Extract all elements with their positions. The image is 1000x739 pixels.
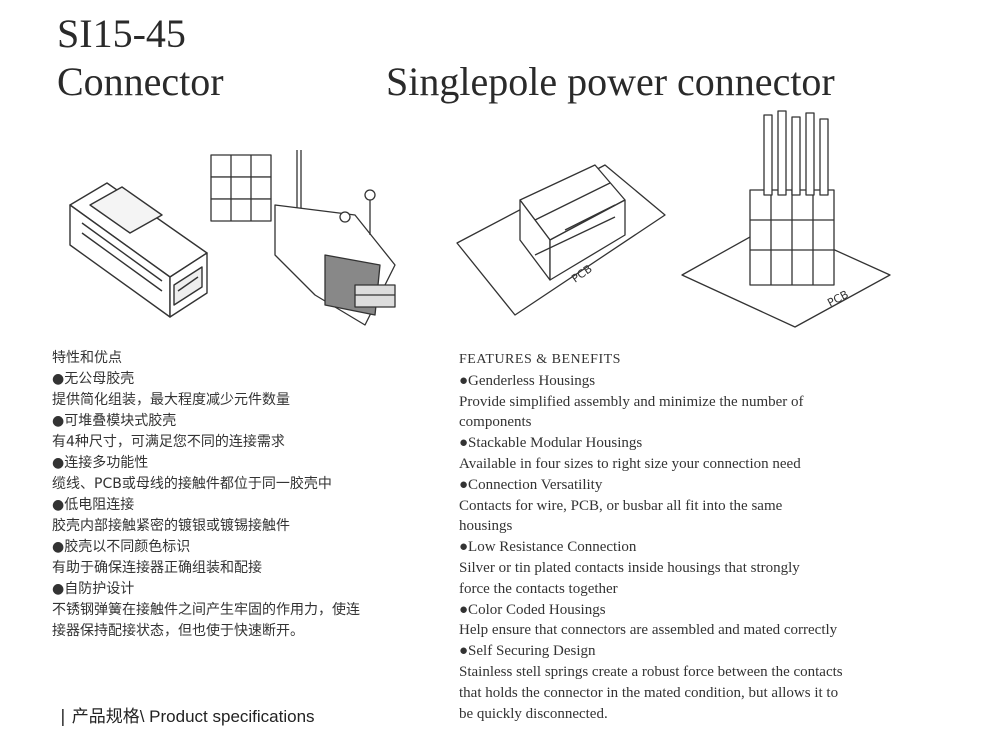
single-housing-illustration	[69, 182, 208, 318]
cn-description: 不锈钢弹簧在接触件之间产生牢固的作用力，使连	[52, 602, 360, 618]
en-description: Help ensure that connectors are assemble…	[459, 622, 838, 639]
product-specifications-heading: |产品规格\ Product specifications	[60, 706, 315, 728]
features-chinese: 特性和优点 ●无公母胶壳 提供简化组装，最大程度减少元件数量 ●可堆叠模块式胶壳…	[52, 348, 452, 642]
model-number: SI15-45	[57, 11, 186, 56]
cn-heading: 特性和优点	[52, 350, 122, 366]
en-feature: ●Color Coded Housings	[459, 601, 606, 618]
en-feature: ●Connection Versatility	[459, 476, 603, 493]
cn-feature: ●可堆叠模块式胶壳	[52, 413, 177, 429]
pcb-stack-illustration: PCB	[456, 164, 666, 316]
specs-heading-en: \ Product specifications	[139, 707, 315, 726]
en-feature: ●Self Securing Design	[459, 643, 596, 660]
cn-description: 胶壳内部接触紧密的镀银或镀锡接触件	[52, 518, 290, 534]
specs-heading-cn: 产品规格	[71, 707, 140, 727]
features-english: FEATURES & BENEFITS ●Genderless Housings…	[459, 350, 929, 724]
cn-description: 有4种尺寸，可满足您不同的连接需求	[52, 434, 285, 450]
pin-stack-illustration: PCB	[681, 110, 891, 328]
en-description: components	[459, 414, 532, 431]
cn-feature: ●无公母胶壳	[52, 371, 135, 387]
cn-feature: ●低电阻连接	[52, 497, 135, 513]
en-description: Provide simplified assembly and minimize…	[459, 393, 804, 410]
en-heading: FEATURES & BENEFITS	[459, 352, 621, 367]
en-description: Available in four sizes to right size yo…	[459, 455, 801, 472]
cn-description: 接器保持配接状态，但也使于快速断开。	[52, 623, 304, 639]
en-description: that holds the connector in the mated co…	[459, 684, 839, 701]
cn-feature: ●胶壳以不同颜色标识	[52, 539, 191, 555]
en-feature: ●Low Resistance Connection	[459, 539, 637, 556]
en-description: force the contacts together	[459, 580, 618, 597]
cn-description: 缆线、PCB或母线的接触件都位于同一胶壳中	[52, 476, 332, 492]
cn-description: 有助于确保连接器正确组装和配接	[52, 560, 262, 576]
en-description: Stainless stell springs create a robust …	[459, 663, 843, 680]
cn-feature: ●连接多功能性	[52, 455, 149, 471]
panel-mount-illustration	[210, 150, 396, 326]
en-description: be quickly disconnected.	[459, 705, 608, 722]
cn-description: 提供简化组装，最大程度减少元件数量	[52, 392, 290, 408]
connector-title: Connector	[57, 59, 224, 104]
cn-feature: ●自防护设计	[52, 581, 135, 597]
en-feature: ●Genderless Housings	[459, 372, 596, 389]
en-description: Silver or tin plated contacts inside hou…	[459, 559, 800, 576]
en-description: Contacts for wire, PCB, or busbar all fi…	[459, 497, 783, 514]
en-feature: ●Stackable Modular Housings	[459, 435, 643, 452]
page-headline: Singlepole power connector	[386, 59, 835, 104]
en-description: housings	[459, 518, 513, 535]
heading-bar: |	[60, 707, 66, 727]
